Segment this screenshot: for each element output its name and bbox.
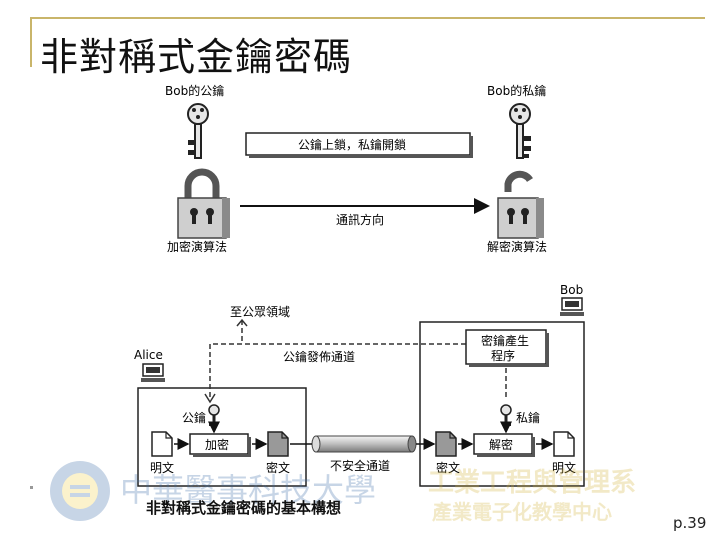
bob-label: Bob <box>560 283 583 297</box>
decrypt-label: 解密 <box>489 437 513 452</box>
slide-title: 非對稱式金鑰密碼 <box>40 35 353 79</box>
title-top-rule <box>30 17 705 19</box>
public-domain-label: 至公眾領域 <box>230 304 290 319</box>
keygen-label-line1: 密鑰產生 <box>481 333 529 348</box>
insecure-channel-pipe <box>311 435 417 453</box>
small-public-key-label: 公鑰 <box>182 410 206 425</box>
publish-channel-line <box>209 343 466 400</box>
public-key-icon <box>187 103 209 159</box>
alice-label: Alice <box>134 348 163 362</box>
ciphertext-right-label: 密文 <box>436 460 460 475</box>
lock-unlock-note: 公鑰上鎖，私鑰開鎖 <box>298 137 406 152</box>
ciphertext-left-doc-icon <box>267 431 289 457</box>
encrypt-label: 加密 <box>205 437 229 452</box>
unlocked-padlock-icon <box>497 170 544 239</box>
bob-system-box <box>419 321 585 487</box>
school-watermark-logo: 中華醫事科技大學 工業工程與管理系 產業電子化教學中心 <box>50 461 636 524</box>
figure-caption: 非對稱式金鑰密碼的基本構想 <box>146 499 342 517</box>
plaintext-left-doc-icon <box>151 431 173 457</box>
bob-computer-icon <box>560 297 584 316</box>
top-private-key-label: Bob的私鑰 <box>487 83 546 98</box>
ciphertext-left-label: 密文 <box>266 460 290 475</box>
publish-channel-label: 公鑰發佈通道 <box>283 349 355 364</box>
watermark-left-text: 中華醫事科技大學 <box>120 471 376 509</box>
decrypt-algorithm-label: 解密演算法 <box>487 239 547 254</box>
private-key-icon <box>509 103 531 159</box>
watermark-right-line1: 工業工程與管理系 <box>428 468 636 498</box>
page-number: p.39 <box>673 514 707 532</box>
locked-padlock-icon <box>177 168 230 239</box>
keygen-box <box>465 329 547 365</box>
bullet-dot <box>30 486 33 489</box>
direction-label: 通訊方向 <box>336 212 384 227</box>
top-public-key-label: Bob的公鑰 <box>165 83 224 98</box>
alice-computer-icon <box>141 363 165 382</box>
ciphertext-right-doc-icon <box>435 431 457 457</box>
insecure-channel-label: 不安全通道 <box>330 458 390 473</box>
title-left-rule <box>30 17 32 67</box>
plaintext-right-label: 明文 <box>552 460 576 475</box>
plaintext-right-doc-icon <box>553 431 575 457</box>
alice-system-box <box>137 387 307 487</box>
plaintext-left-label: 明文 <box>150 460 174 475</box>
watermark-right-line2: 產業電子化教學中心 <box>432 500 612 524</box>
keygen-label-line2: 程序 <box>491 348 515 363</box>
encrypt-algorithm-label: 加密演算法 <box>167 239 227 254</box>
small-private-key-label: 私鑰 <box>516 410 540 425</box>
